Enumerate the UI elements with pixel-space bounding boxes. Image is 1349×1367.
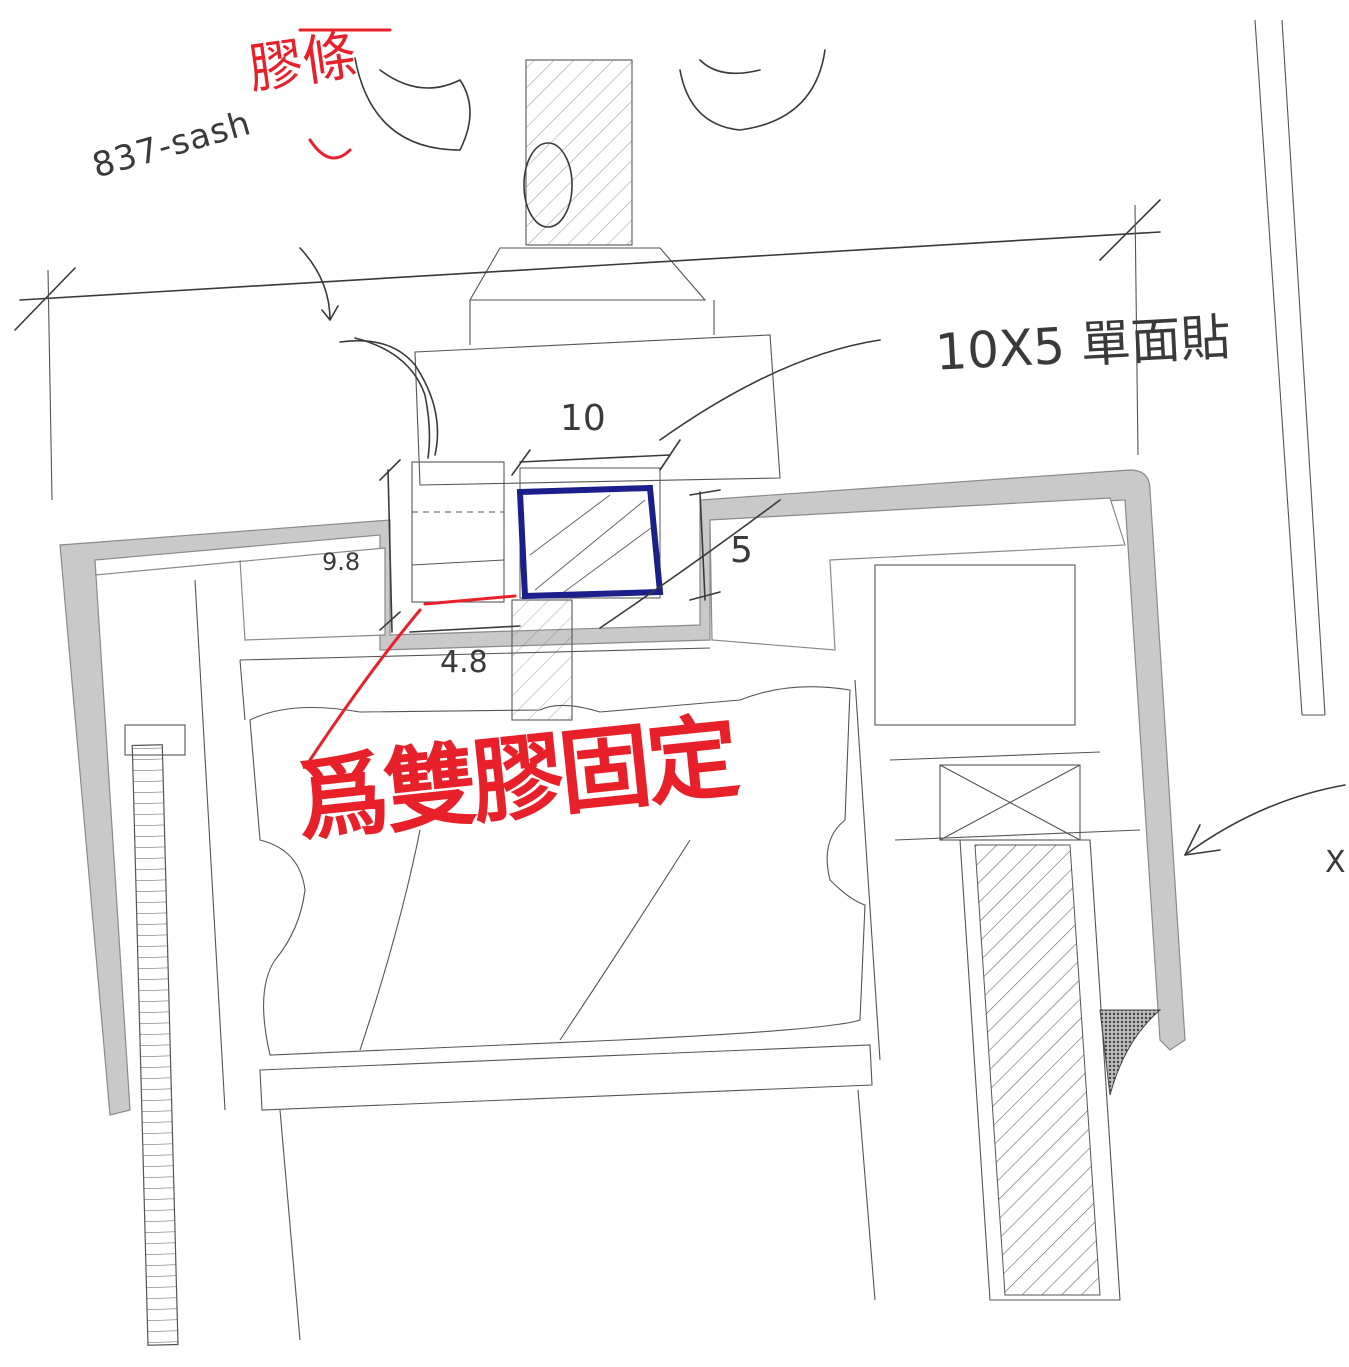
threaded-rod — [469, 59, 715, 345]
right-rail — [939, 764, 1162, 1301]
label-dim-4-8: 4.8 — [440, 645, 488, 680]
label-x-mark: X — [1325, 845, 1346, 880]
center-stem — [511, 599, 573, 721]
top-clips — [354, 49, 826, 151]
label-dim-10: 10 — [560, 398, 606, 439]
leader-lines — [299, 247, 1346, 856]
tape-10x5-highlight — [516, 467, 664, 600]
label-red-overwrite: 膠條 — [244, 23, 361, 102]
label-dim-5: 5 — [730, 530, 753, 571]
left-ladder — [124, 724, 186, 1346]
dimension-line-top — [14, 199, 1161, 501]
aluminium-frame — [59, 469, 1186, 1116]
dimension-markers — [379, 439, 721, 633]
label-dim-9-8: 9.8 — [322, 548, 361, 576]
profile-interior — [194, 564, 1141, 1341]
right-wall — [1254, 19, 1326, 716]
red-marks — [298, 28, 517, 762]
